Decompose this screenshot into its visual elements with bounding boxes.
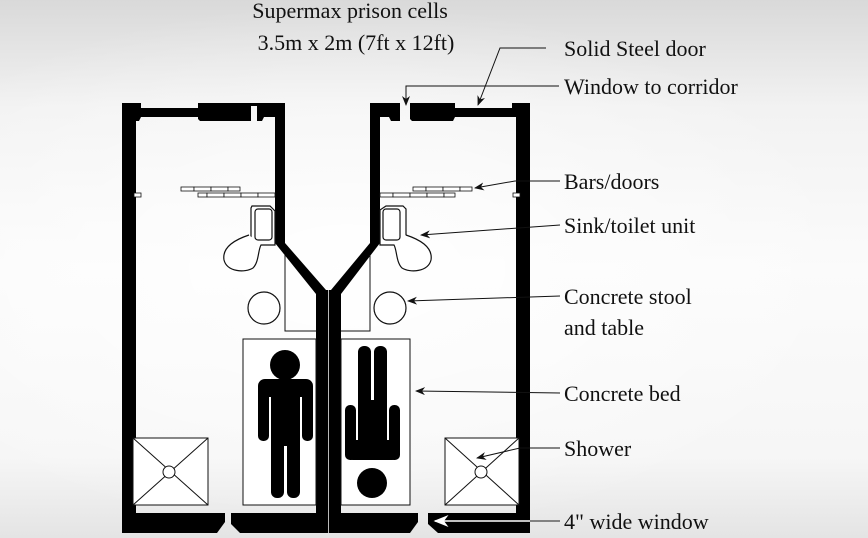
right-cell (329, 103, 530, 533)
leader-shower (476, 447, 560, 460)
leader-window-to-corridor (402, 85, 559, 106)
leader-bars-doors (474, 180, 560, 191)
right-cell-bottom-wall-2 (428, 513, 530, 533)
diagram-subtitle: 3.5m x 2m (7ft x 12ft) (257, 30, 455, 55)
label-concrete-stool: Concrete stool (564, 284, 692, 309)
left-cell-bars (180, 186, 276, 198)
person-standing-icon (258, 350, 313, 498)
leader-solid-steel-door (477, 47, 546, 106)
left-cell-outer-wall (122, 103, 136, 533)
label-bars-doors: Bars/doors (564, 169, 660, 194)
leader-sink-toilet (420, 224, 561, 239)
right-cell-outer-wall (516, 103, 530, 533)
right-cell-door (410, 103, 530, 121)
left-cell-inner-wall (275, 103, 285, 243)
label-shower: Shower (564, 436, 632, 461)
right-cell-bottom-wall (329, 513, 418, 533)
left-cell (122, 103, 327, 533)
label-window: 4" wide window (564, 509, 709, 534)
left-cell-shower (132, 437, 209, 506)
right-cell-shower (444, 437, 520, 506)
leader-bed (415, 387, 561, 396)
diagram-title: Supermax prison cells (252, 0, 448, 23)
label-solid-steel-door: Solid Steel door (564, 36, 706, 61)
right-cell-bars (379, 186, 473, 198)
concrete-tables (284, 255, 371, 332)
left-cell-door (122, 103, 251, 121)
right-sink-toilet (379, 205, 432, 272)
right-stool (373, 291, 407, 325)
label-concrete-bed: Concrete bed (564, 381, 681, 406)
left-sink-toilet (223, 205, 276, 272)
label-and-table: and table (564, 315, 645, 340)
left-cell-bottom-wall (122, 513, 225, 533)
left-cell-bottom-wall-2 (231, 513, 327, 533)
left-stool (247, 291, 281, 325)
label-window-to-corridor: Window to corridor (564, 74, 738, 99)
right-cell-inner-wall (370, 103, 380, 243)
label-sink-toilet: Sink/toilet unit (564, 213, 696, 238)
leader-stool (407, 295, 561, 305)
person-lying-icon (345, 346, 400, 498)
leader-lines (402, 47, 561, 460)
